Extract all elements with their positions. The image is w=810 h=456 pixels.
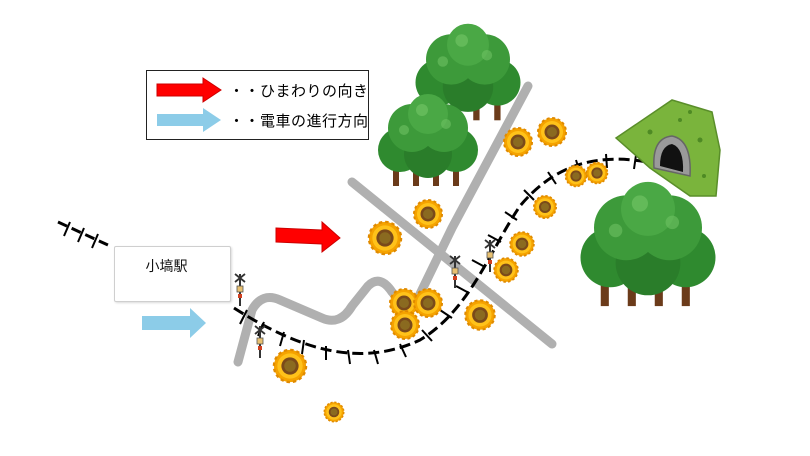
sunflower-icon — [323, 401, 345, 423]
train-direction-arrow — [142, 308, 206, 338]
sunflower-icon — [413, 199, 443, 229]
sunflower-icon — [564, 164, 588, 188]
red-arrow-icon — [156, 77, 222, 103]
tunnel-icon — [614, 99, 721, 197]
sunflower-icon — [493, 257, 519, 283]
legend-label-sunflower-direction: ・・ひまわりの向き — [229, 81, 369, 100]
legend: ・・ひまわりの向き ・・電車の進行方向 — [146, 70, 369, 140]
sunflower-direction-arrow — [275, 220, 341, 254]
legend-row-sunflower: ・・ひまわりの向き — [155, 77, 369, 103]
blue-arrow-icon — [157, 108, 221, 132]
tree-icon — [580, 181, 716, 307]
sunflower-icon — [272, 348, 308, 384]
sunflower-icon — [464, 299, 496, 331]
railroad-crossing-icon — [234, 273, 246, 307]
sunflower-icon — [585, 161, 609, 185]
station-name: 小塙駅 — [145, 259, 188, 275]
sunflower-icon — [509, 231, 535, 257]
railroad-crossing-icon — [484, 239, 496, 273]
legend-row-train: ・・電車の進行方向 — [155, 107, 369, 133]
railroad-crossing-icon — [254, 325, 266, 359]
sunflower-icon — [532, 195, 558, 219]
sunflower-icon — [413, 288, 443, 318]
legend-label-train-direction: ・・電車の進行方向 — [229, 111, 369, 130]
sunflower-icon — [537, 117, 567, 147]
sunflower-icon — [390, 310, 420, 340]
station-sign: 小塙駅 — [114, 246, 231, 302]
sunflower-icon — [367, 220, 403, 256]
sunflower-icon — [503, 127, 533, 157]
